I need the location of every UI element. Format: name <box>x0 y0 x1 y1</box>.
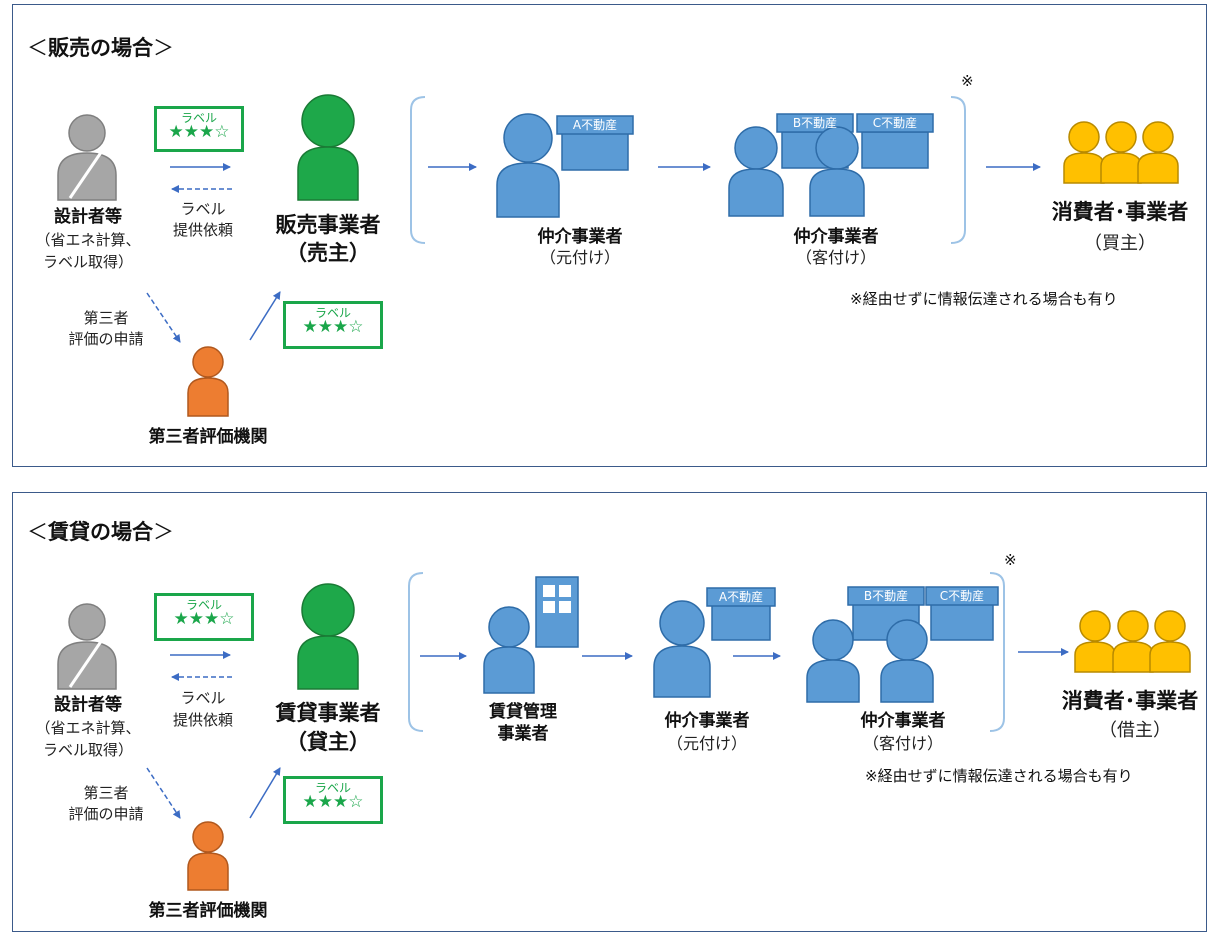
energy-label-card: ラベル ★★★☆ <box>283 301 383 349</box>
broker-person-icon <box>496 113 560 218</box>
designer-sub1: （省エネ計算、 <box>35 231 141 249</box>
designer-sub1: （省エネ計算、 <box>35 719 141 737</box>
broker1-role: （元付け） <box>539 248 620 267</box>
label-stars: ★★★☆ <box>302 317 364 337</box>
firm-tag-b: B不動産 <box>792 116 838 130</box>
broker-person-icon <box>728 126 865 217</box>
label-stars: ★★★☆ <box>168 122 230 142</box>
label-request-1: ラベル <box>180 689 226 707</box>
arrow-third-party-to-seller <box>249 291 281 341</box>
third-party-request-2: 評価の申請 <box>68 330 144 348</box>
consumer-role: （買主） <box>1084 233 1156 254</box>
broker2-role: （客付け） <box>862 734 943 753</box>
firm-tag-a: A不動産 <box>572 118 618 132</box>
designer-name: 設計者等 <box>54 695 122 715</box>
broker1-name: 仲介事業者 <box>537 227 623 247</box>
store-building-icon <box>847 586 999 641</box>
label-title: ラベル <box>314 306 351 320</box>
arrow-third-party-request <box>146 767 181 819</box>
asterisk-mark: ※ <box>961 72 974 90</box>
energy-label-card: ラベル ★★★☆ <box>154 593 254 641</box>
rental-panel <box>12 492 1207 932</box>
office-building-icon <box>535 576 579 648</box>
seller-name: 販売事業者 <box>275 213 381 237</box>
third-party-request-1: 第三者 <box>83 309 129 327</box>
rental-title-text: 賃貸の場合 <box>48 520 153 544</box>
bracket-left <box>410 96 426 244</box>
energy-label-card: ラベル ★★★☆ <box>154 106 244 152</box>
bracket-right <box>950 96 966 244</box>
label-request-2: 提供依頼 <box>172 711 233 729</box>
consumer-name: 消費者･事業者 <box>1051 200 1189 224</box>
third-party-person-icon <box>187 346 229 417</box>
store-building-icon <box>706 587 776 641</box>
seller-person-icon <box>297 583 359 690</box>
note-text: ※経由せずに情報伝達される場合も有り <box>850 290 1118 308</box>
designer-with-pen-icon <box>57 603 117 690</box>
sale-panel <box>12 4 1207 467</box>
arrow-third-party-to-lessor <box>249 767 281 819</box>
consumer-role: （借主） <box>1099 720 1171 741</box>
seller-role: （売主） <box>286 241 370 265</box>
energy-label-card: ラベル ★★★☆ <box>283 776 383 824</box>
third-party-org: 第三者評価機関 <box>148 427 268 447</box>
firm-tag-c: C不動産 <box>939 589 985 603</box>
consumer-group-icon <box>1074 610 1191 673</box>
firm-tag-a: A不動産 <box>718 590 764 604</box>
bracket-left <box>408 572 424 732</box>
third-party-org: 第三者評価機関 <box>148 901 268 921</box>
consumer-name: 消費者･事業者 <box>1061 689 1199 713</box>
label-request-2: 提供依頼 <box>172 221 233 239</box>
label-title: ラベル <box>180 111 217 125</box>
sale-title: ＜販売の場合＞ <box>27 36 174 60</box>
lessor-role: （貸主） <box>286 730 370 754</box>
arrow-third-party-request <box>146 292 181 343</box>
lessor-name: 賃貸事業者 <box>275 701 381 725</box>
broker-person-icon <box>653 600 711 698</box>
broker2-name: 仲介事業者 <box>860 711 946 731</box>
sale-title-text: 販売の場合 <box>48 36 153 60</box>
bracket-close: ＞ <box>153 520 174 544</box>
designer-sub2: ラベル取得） <box>42 741 133 759</box>
manager-name-1: 賃貸管理 <box>489 702 557 722</box>
bracket-open: ＜ <box>27 520 48 544</box>
designer-with-pen-icon <box>57 114 117 201</box>
consumer-group-icon <box>1063 121 1179 184</box>
note-text: ※経由せずに情報伝達される場合も有り <box>865 767 1133 785</box>
rental-title: ＜賃貸の場合＞ <box>27 520 174 544</box>
label-title: ラベル <box>185 598 222 612</box>
broker-person-icon <box>806 619 934 703</box>
bracket-open: ＜ <box>27 36 48 60</box>
third-party-request-2: 評価の申請 <box>68 805 144 823</box>
broker1-role: （元付け） <box>666 734 747 753</box>
manager-person-icon <box>483 606 535 694</box>
seller-person-icon <box>297 94 359 201</box>
third-party-request-1: 第三者 <box>83 784 129 802</box>
designer-sub2: ラベル取得） <box>42 253 133 271</box>
broker2-name: 仲介事業者 <box>793 227 879 247</box>
third-party-person-icon <box>187 821 229 891</box>
firm-tag-c: C不動産 <box>872 116 918 130</box>
label-title: ラベル <box>314 781 351 795</box>
store-building-icon <box>556 115 634 171</box>
broker2-role: （客付け） <box>795 248 876 267</box>
label-request-1: ラベル <box>180 200 226 218</box>
asterisk-mark: ※ <box>1004 551 1017 569</box>
bracket-close: ＞ <box>153 36 174 60</box>
label-stars: ★★★☆ <box>302 792 364 812</box>
manager-name-2: 事業者 <box>497 724 549 744</box>
bracket-right <box>989 572 1005 732</box>
designer-name: 設計者等 <box>54 207 122 227</box>
label-stars: ★★★☆ <box>173 609 235 629</box>
firm-tag-b: B不動産 <box>863 589 909 603</box>
broker1-name: 仲介事業者 <box>664 711 750 731</box>
